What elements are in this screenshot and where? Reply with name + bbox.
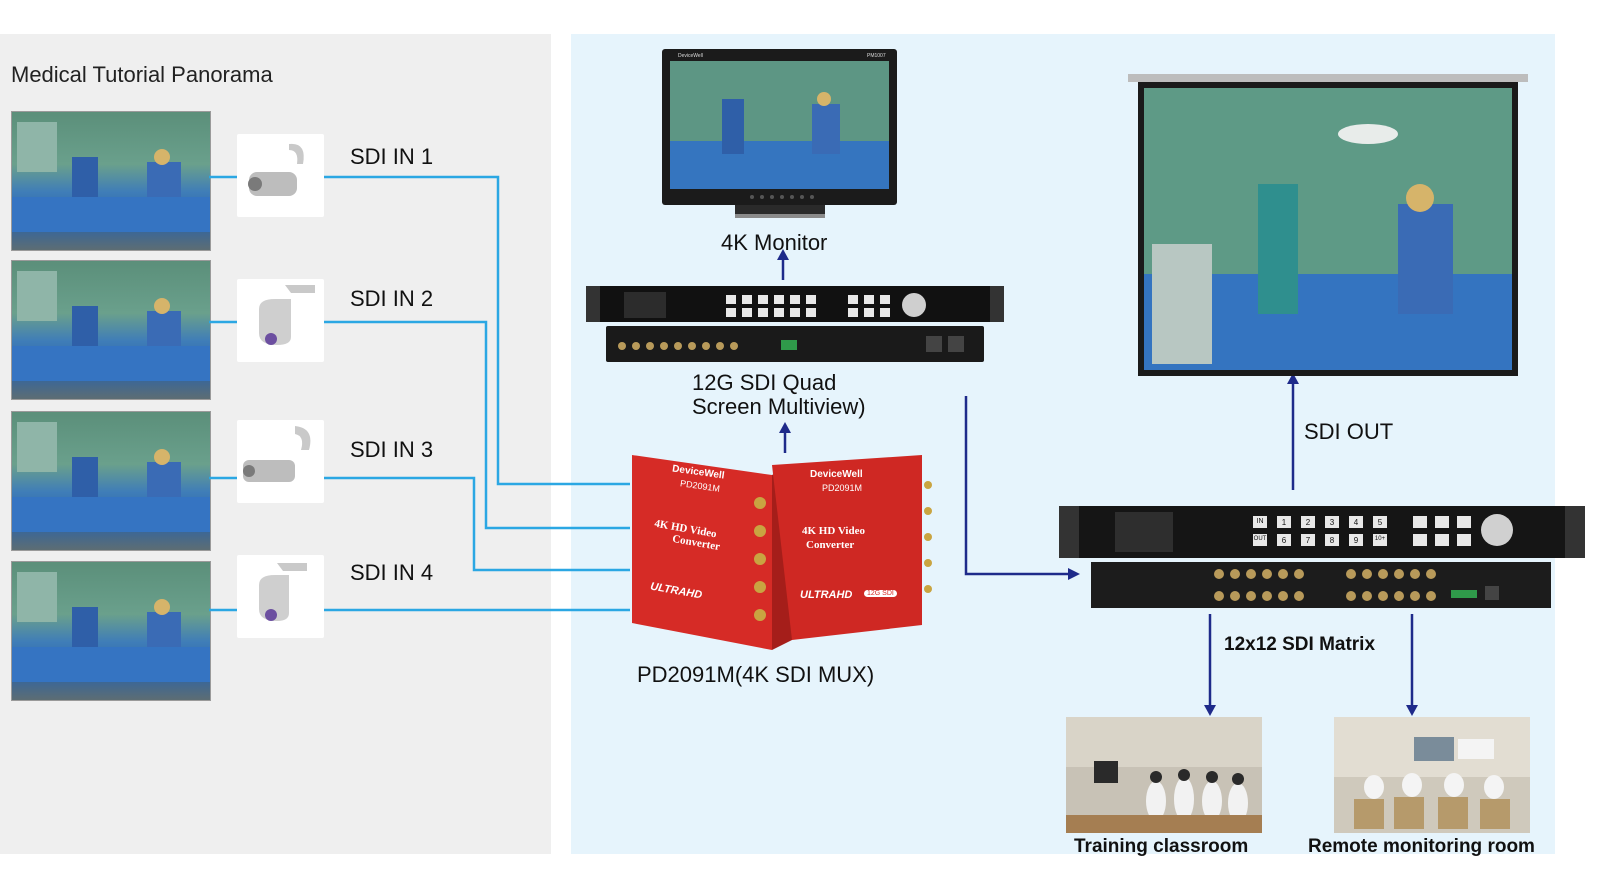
arrowhead-projector [1287,373,1299,384]
camera-icon [237,420,324,503]
matrix-key-4: 4 [1353,518,1359,527]
matrix-key-out: OUT [1253,536,1267,542]
multiview-label-line1: 12G SDI Quad [692,370,837,395]
sdi-in-2-line [209,320,630,530]
multiview-to-matrix-line [964,396,1070,576]
monitor-brand: DeviceWell [678,53,703,59]
sdi-in-2-label: SDI IN 2 [350,286,434,311]
surgery-camera-view-1 [11,111,211,251]
monitor-model: PM1007 [867,53,886,59]
matrix-key-3: 3 [1329,518,1335,527]
converter-name-right-2: Converter [806,539,855,551]
converter-brand-right: DeviceWell [810,469,863,480]
sdi-in-3-label: SDI IN 3 [350,437,434,462]
matrix-key-1: 1 [1281,518,1287,527]
arrowhead-remote-room [1406,705,1418,716]
camera-icon [237,134,324,217]
camera-icon [237,555,324,638]
matrix-key-in: IN [1256,518,1264,525]
matrix-key-6: 6 [1281,536,1287,545]
remote-monitoring-room-photo [1334,717,1530,833]
arrowhead-monitor [777,249,789,260]
converter-badge-right: ULTRAHD [800,589,853,601]
matrix-key-2: 2 [1305,518,1311,527]
sdi-matrix-device: IN 1 2 3 4 5 OUT 6 7 8 9 10+ [1059,496,1585,614]
arrowhead-multiview [779,422,791,433]
quad-multiview-device [586,280,1004,370]
matrix-key-8: 8 [1329,536,1335,545]
remote-monitoring-room-label: Remote monitoring room [1308,836,1535,857]
diagram-title: Medical Tutorial Panorama [11,62,273,87]
multiview-label-line2: Screen Multiview) [692,394,866,419]
converter-12g-badge: 12G SDI [864,590,897,597]
sdi-in-1-label: SDI IN 1 [350,144,434,169]
sdi-in-4-label: SDI IN 4 [350,560,434,585]
4k-monitor: DeviceWell PM1007 [662,49,897,224]
sdi-out-label: SDI OUT [1304,419,1394,444]
surgery-camera-view-2 [11,260,211,400]
surgery-camera-view-3 [11,411,211,551]
matrix-key-5: 5 [1377,518,1383,527]
camera-icon [237,279,324,362]
4k-monitor-label: 4K Monitor [721,230,828,255]
surgery-camera-view-4 [11,561,211,701]
matrix-key-9: 9 [1353,536,1359,545]
training-classroom-photo [1066,717,1262,833]
sdi-in-3-line [209,476,630,572]
pd2091m-converter: DeviceWell PD2091M 4K HD Video Converter… [632,455,942,650]
projector-screen [1128,74,1528,378]
matrix-key-7: 7 [1305,536,1311,545]
converter-model-right: PD2091M [822,483,863,493]
training-classroom-label: Training classroom [1074,836,1249,857]
matrix-key-10-plus: 10+ [1374,536,1386,542]
sdi-matrix-label: 12x12 SDI Matrix [1224,634,1376,655]
arrowhead-matrix [1068,568,1080,580]
arrowhead-classroom [1204,705,1216,716]
pd2091m-label: PD2091M(4K SDI MUX) [637,662,875,687]
converter-name-right-1: 4K HD Video [802,525,865,537]
sdi-in-1-line [209,175,630,486]
